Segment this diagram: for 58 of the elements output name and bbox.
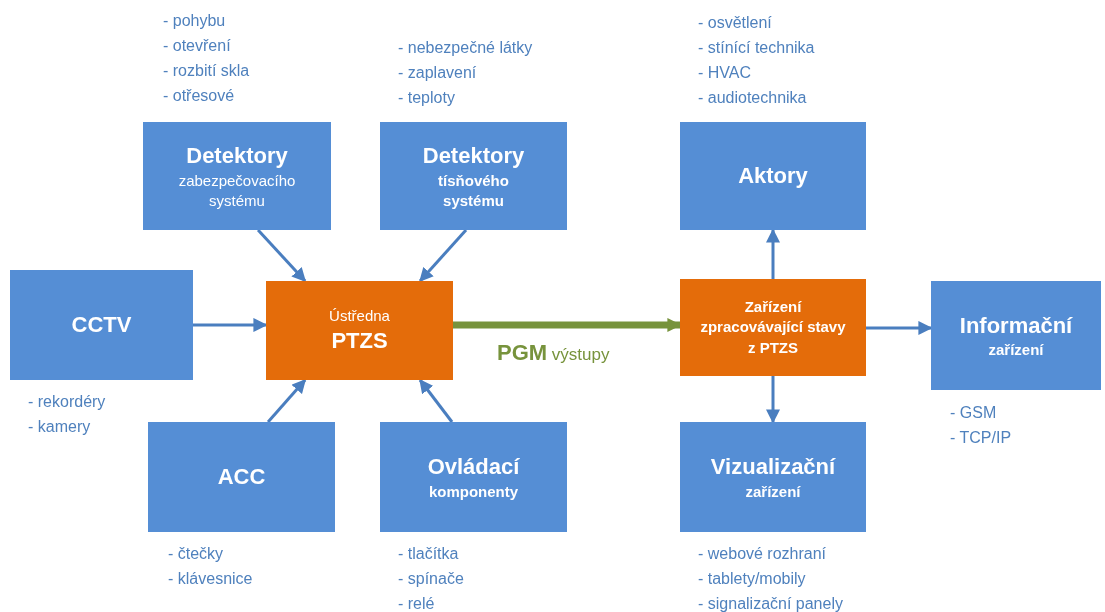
list-item: - nebezpečné látky [398, 38, 533, 58]
box-title: Vizualizační [710, 453, 836, 482]
arrow [866, 321, 933, 335]
box-subtitle: PTZS [331, 326, 388, 355]
list-item: - otřesové [163, 86, 235, 106]
list-item: - klávesnice [168, 569, 253, 589]
component-box [143, 122, 331, 230]
list-item: - tlačítka [398, 544, 459, 564]
control-unit-box [680, 279, 866, 376]
component-box [680, 122, 866, 230]
list-item: - audiotechnika [698, 88, 807, 108]
box-title: Detektory [186, 141, 288, 170]
component-box [10, 270, 193, 380]
component-box [148, 422, 335, 532]
list-item: - kamery [28, 417, 91, 437]
box-title: Aktory [738, 162, 808, 191]
list-item: - spínače [398, 569, 464, 589]
box-title: Ústředna [329, 305, 390, 326]
arrow [193, 317, 268, 332]
box-title: ACC [217, 463, 266, 492]
arrow [418, 378, 454, 423]
box-title: Informační [959, 311, 1073, 340]
component-box [931, 281, 1101, 390]
list-item: - HVAC [698, 63, 752, 83]
box-title: Ovládací [427, 453, 520, 482]
component-box [680, 422, 866, 532]
list-item: - čtečky [168, 544, 224, 564]
component-box [380, 122, 567, 230]
arrow [766, 228, 780, 279]
list-item: - GSM [950, 403, 997, 423]
list-item: - pohybu [163, 11, 226, 31]
component-box [380, 422, 567, 532]
list-item: - zaplavení [398, 63, 477, 83]
arrow [766, 376, 780, 424]
list-item: - otevření [163, 36, 231, 56]
box-subtitle: komponenty [428, 481, 519, 502]
arrow [453, 318, 682, 332]
box-title: Detektory [422, 141, 525, 170]
list-item: - webové rozhraní [698, 544, 827, 564]
list-item: - TCP/IP [950, 428, 1012, 448]
box-title: Zařízení zpracovávající stavy z PTZS [699, 297, 847, 358]
list-item: - osvětlení [698, 13, 772, 33]
list-item: - stínící technika [698, 38, 815, 58]
arrow [418, 229, 468, 283]
list-item: - rozbití skla [163, 61, 250, 81]
box-subtitle: zařízení [988, 340, 1044, 361]
list-item: - rekordéry [28, 392, 106, 412]
control-unit-box [266, 281, 453, 380]
list-item: - relé [398, 594, 435, 612]
box-subtitle: zařízení [745, 481, 801, 502]
box-subtitle: zabezpečovacího systému [177, 170, 297, 211]
arrow [256, 229, 307, 283]
list-item: - tablety/mobily [698, 569, 806, 589]
box-subtitle: tísňového systému [437, 170, 510, 211]
list-item: - teploty [398, 88, 455, 108]
list-item: - signalizační panely [698, 594, 843, 612]
box-title: CCTV [71, 311, 132, 340]
arrow [266, 378, 307, 423]
